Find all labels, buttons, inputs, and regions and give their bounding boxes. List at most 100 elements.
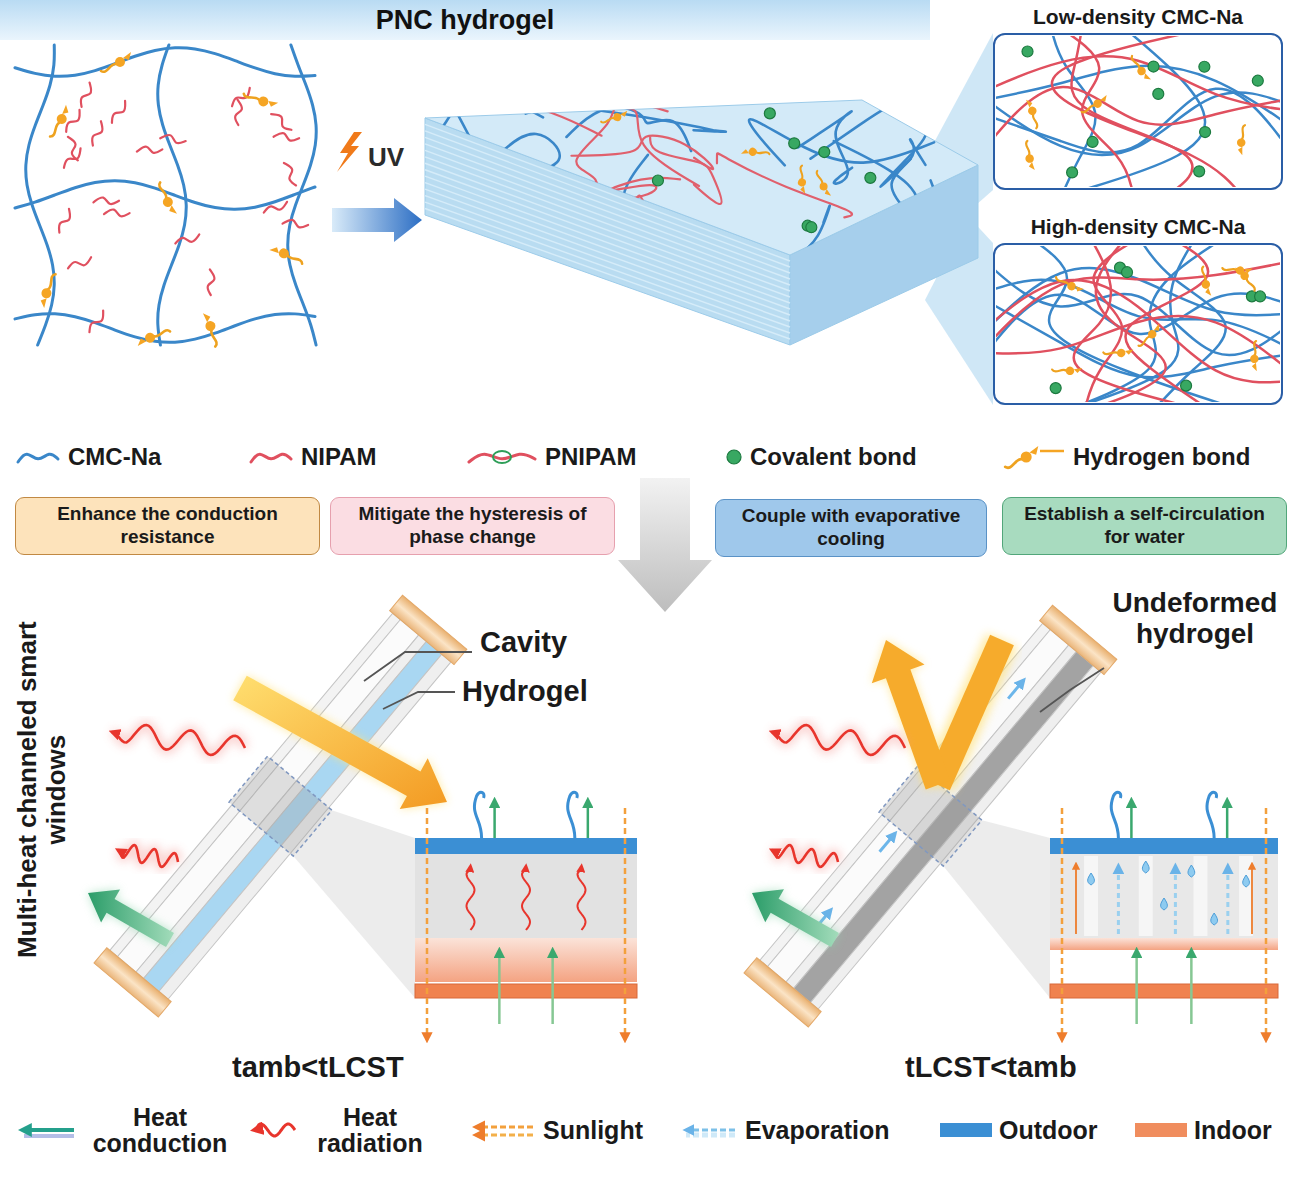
cmc-strand bbox=[834, 141, 939, 236]
water-droplet bbox=[1161, 898, 1168, 910]
hbond-tail bbox=[158, 182, 167, 198]
heat-out bbox=[587, 800, 590, 838]
network-inset: Low-density CMC-Na bbox=[993, 33, 1283, 190]
cmc-strand bbox=[843, 42, 927, 186]
hbond-arrow bbox=[123, 52, 131, 60]
covalent-bond-dot bbox=[1255, 291, 1266, 302]
box-text: Establish a self-circulation for water bbox=[1011, 503, 1278, 549]
hbond-dot bbox=[277, 246, 291, 260]
vapor-streak bbox=[1193, 856, 1207, 936]
legend-line bbox=[251, 454, 291, 462]
water-droplet bbox=[1211, 913, 1218, 925]
cmc-strand bbox=[803, 205, 884, 297]
water-droplet bbox=[1188, 865, 1195, 877]
cmc-strand bbox=[398, 141, 470, 212]
middle-glass bbox=[136, 635, 426, 978]
hbond-arrow bbox=[269, 245, 280, 256]
water-return bbox=[1075, 864, 1077, 934]
hbond-arrow bbox=[1205, 287, 1213, 295]
hbond-dot bbox=[1024, 153, 1035, 164]
legend-line bbox=[1040, 450, 1064, 453]
legend-label: Outdoor bbox=[999, 1117, 1098, 1143]
legend-sample bbox=[725, 440, 743, 474]
indoor-layer bbox=[415, 984, 637, 998]
pnipam-strand bbox=[1125, 246, 1217, 402]
nipam-monomer bbox=[104, 209, 130, 216]
convection-curl bbox=[1111, 792, 1121, 838]
covalent-bond-dot bbox=[727, 450, 741, 464]
leader-line bbox=[364, 652, 472, 681]
inner-glass bbox=[159, 654, 451, 999]
hbond-dot bbox=[144, 332, 155, 343]
evaporation-arrow bbox=[1226, 866, 1229, 934]
hbond-dot bbox=[256, 94, 270, 108]
hbond-arrow bbox=[1028, 162, 1037, 171]
hbond-tail bbox=[1249, 341, 1261, 355]
hydrogen-bond-icon bbox=[1134, 324, 1163, 347]
inset-heading: Low-density CMC-Na bbox=[995, 4, 1281, 29]
hbond-tail bbox=[1052, 364, 1066, 376]
legend-ring bbox=[493, 451, 511, 463]
hbond-dot bbox=[55, 112, 69, 126]
hbond-dot bbox=[1201, 279, 1212, 290]
hydrogen-bond-icon bbox=[1005, 446, 1038, 468]
vapor-streak bbox=[1239, 856, 1253, 936]
cmc-strand bbox=[494, 134, 560, 214]
radiation-wave bbox=[522, 866, 530, 930]
legend-item: Hydrogen bond bbox=[1000, 440, 1250, 474]
legend-label: Indoor bbox=[1194, 1117, 1272, 1143]
box-text: Couple with evaporative cooling bbox=[724, 505, 978, 551]
nipam-monomer bbox=[283, 220, 309, 228]
cmc-strand bbox=[863, 231, 935, 255]
hbond-arrow bbox=[59, 105, 70, 116]
nipam-monomer bbox=[66, 110, 79, 132]
inset-heading: High-density CMC-Na bbox=[995, 214, 1281, 239]
conduction-glow bbox=[88, 889, 174, 946]
pnipam-strand bbox=[633, 196, 681, 301]
window-frame bbox=[94, 948, 171, 1017]
hydrogen-bond-icon bbox=[1103, 338, 1133, 365]
legend-sample bbox=[12, 1113, 78, 1147]
legend-label: Evaporation bbox=[745, 1117, 889, 1143]
nipam-monomer bbox=[93, 197, 119, 204]
sunlight-glow bbox=[872, 640, 950, 789]
covalent-bond-dot bbox=[652, 175, 663, 186]
heat-out bbox=[1130, 800, 1133, 838]
evaporation-arrow bbox=[1174, 866, 1177, 934]
legend-sample bbox=[248, 440, 294, 474]
hbond-dot bbox=[1093, 99, 1102, 108]
hydrogen-bond-icon bbox=[1052, 355, 1082, 382]
hbond-arrow bbox=[825, 189, 832, 196]
legend-sample bbox=[15, 440, 61, 474]
hbond-arrow bbox=[138, 338, 147, 347]
heat-out bbox=[493, 800, 496, 838]
pnipam-strand bbox=[587, 39, 699, 186]
vertical-title: Multi-heat channeled smart windows bbox=[13, 620, 70, 960]
network-inset: High-density CMC-Na bbox=[993, 243, 1283, 405]
covalent-bond-dot bbox=[865, 172, 876, 183]
hbond-tail bbox=[243, 89, 259, 105]
hbond-tail bbox=[1005, 459, 1022, 468]
hydrogen-bond-icon bbox=[1242, 341, 1270, 372]
water-droplet bbox=[1243, 875, 1250, 887]
callout-label: Hydrogel bbox=[462, 676, 588, 708]
nipam-monomer bbox=[284, 163, 296, 186]
sunlight-glow bbox=[233, 676, 447, 809]
hbond-dot bbox=[204, 320, 216, 332]
callout-label: Cavity bbox=[480, 627, 567, 659]
sunlight-glow bbox=[938, 640, 1002, 785]
uv-bolt bbox=[337, 132, 362, 172]
feature-box: Couple with evaporative cooling bbox=[715, 499, 987, 557]
legend-label: Covalent bond bbox=[750, 444, 917, 469]
vapor-streak bbox=[1084, 856, 1098, 936]
hbond-tail bbox=[1237, 125, 1250, 139]
nipam-monomer bbox=[112, 101, 125, 123]
convection-curl bbox=[1207, 792, 1217, 838]
hbond-tail bbox=[46, 123, 63, 137]
hbond-arrow bbox=[620, 110, 627, 117]
vapor-flow-arrow bbox=[1008, 680, 1023, 698]
window-frame bbox=[744, 958, 821, 1027]
legend-label: PNIPAM bbox=[545, 444, 637, 469]
zoom-marker bbox=[229, 756, 332, 856]
